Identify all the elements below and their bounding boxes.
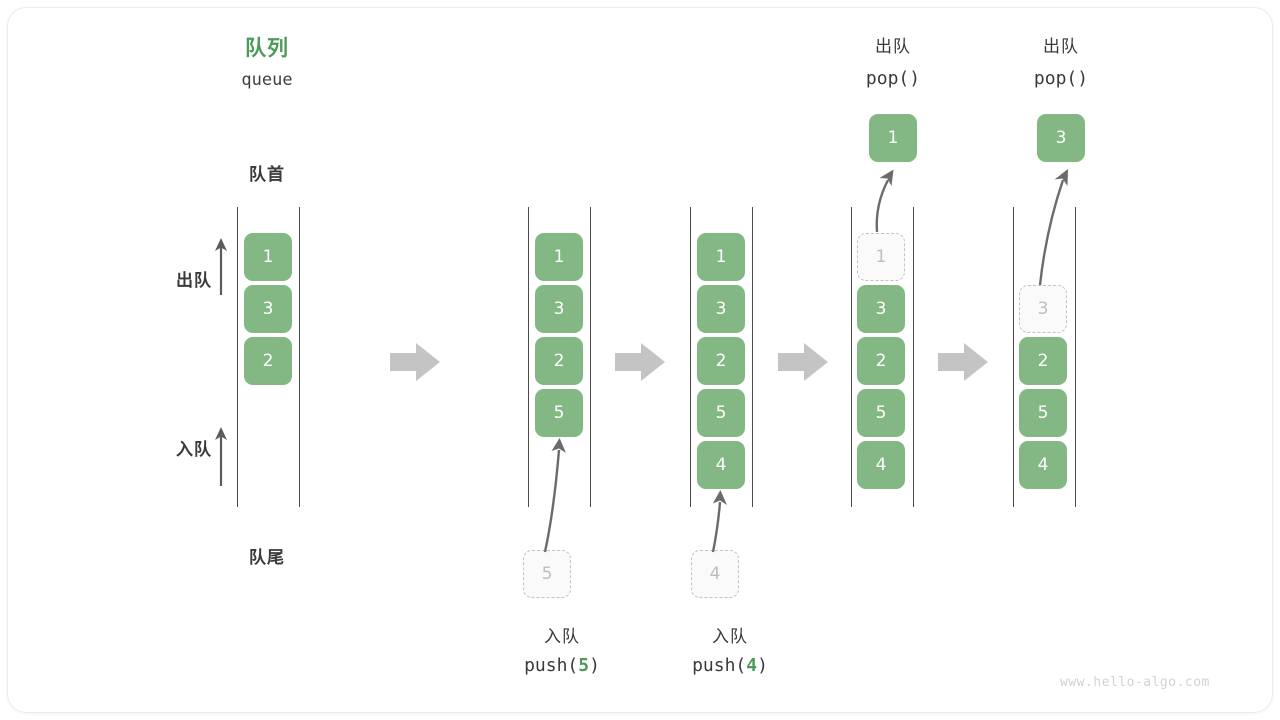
push-caption-cn: 入队 (712, 627, 748, 647)
queue-element: 2 (697, 337, 745, 385)
pop-header-code: pop() (865, 68, 921, 89)
push-arrow-icon (543, 438, 566, 553)
queue-element: 4 (697, 441, 745, 489)
popped-element-ghost: 3 (1019, 285, 1067, 333)
side-label-pop: 出队 (176, 271, 212, 291)
incoming-element-ghost: 4 (691, 550, 739, 598)
push-caption-cn: 入队 (544, 627, 580, 647)
pop-arrow-icon (1038, 169, 1068, 286)
pop-header-code: pop() (1033, 68, 1089, 89)
popped-element: 3 (1037, 114, 1085, 162)
queue-rail-right (752, 207, 754, 507)
popped-element-ghost: 1 (857, 233, 905, 281)
push-caption-code: push(5) (491, 655, 633, 676)
queue-element: 5 (535, 389, 583, 437)
queue-element: 2 (535, 337, 583, 385)
queue-element: 4 (857, 441, 905, 489)
queue-rail-right (299, 207, 301, 507)
queue-rail-left (528, 207, 530, 507)
push-direction-arrow-icon (215, 427, 227, 486)
queue-head-label: 队首 (249, 165, 285, 185)
queue-rail-left (1013, 207, 1015, 507)
pop-direction-arrow-icon (215, 238, 227, 295)
queue-tail-label: 队尾 (249, 548, 285, 568)
push-code-arg: 4 (746, 655, 758, 676)
queue-element: 2 (1019, 337, 1067, 385)
queue-element: 5 (1019, 389, 1067, 437)
queue-element: 3 (697, 285, 745, 333)
pop-header-cn: 出队 (1043, 37, 1079, 57)
pop-header-cn: 出队 (875, 37, 911, 57)
step-arrow-icon (615, 343, 665, 381)
pop-arrow-icon (875, 169, 894, 233)
push-arrow-icon (711, 490, 727, 553)
queue-element: 3 (857, 285, 905, 333)
queue-element: 3 (535, 285, 583, 333)
step-arrow-icon (390, 343, 440, 381)
push-code-arg: 5 (578, 655, 590, 676)
queue-element: 1 (244, 233, 292, 281)
push-code-prefix: push( (524, 655, 579, 676)
push-caption-code: push(4) (659, 655, 801, 676)
push-code-prefix: push( (692, 655, 747, 676)
side-label-push: 入队 (176, 440, 212, 460)
queue-element: 2 (244, 337, 292, 385)
incoming-element-ghost: 5 (523, 550, 571, 598)
queue-rail-left (851, 207, 853, 507)
queue-title-en: queue (241, 70, 293, 90)
popped-element: 1 (869, 114, 917, 162)
queue-rail-right (590, 207, 592, 507)
queue-element: 1 (697, 233, 745, 281)
push-code-suffix: ) (589, 655, 600, 676)
push-code-suffix: ) (757, 655, 768, 676)
step-arrow-icon (938, 343, 988, 381)
queue-element: 1 (535, 233, 583, 281)
queue-title-cn: 队列 (245, 36, 289, 60)
queue-element: 5 (697, 389, 745, 437)
watermark: www.hello-algo.com (1060, 675, 1210, 690)
queue-element: 4 (1019, 441, 1067, 489)
queue-rail-right (913, 207, 915, 507)
queue-rail-left (690, 207, 692, 507)
queue-element: 5 (857, 389, 905, 437)
step-arrow-icon (778, 343, 828, 381)
queue-rail-left (237, 207, 239, 507)
queue-element: 3 (244, 285, 292, 333)
queue-element: 2 (857, 337, 905, 385)
queue-rail-right (1075, 207, 1077, 507)
